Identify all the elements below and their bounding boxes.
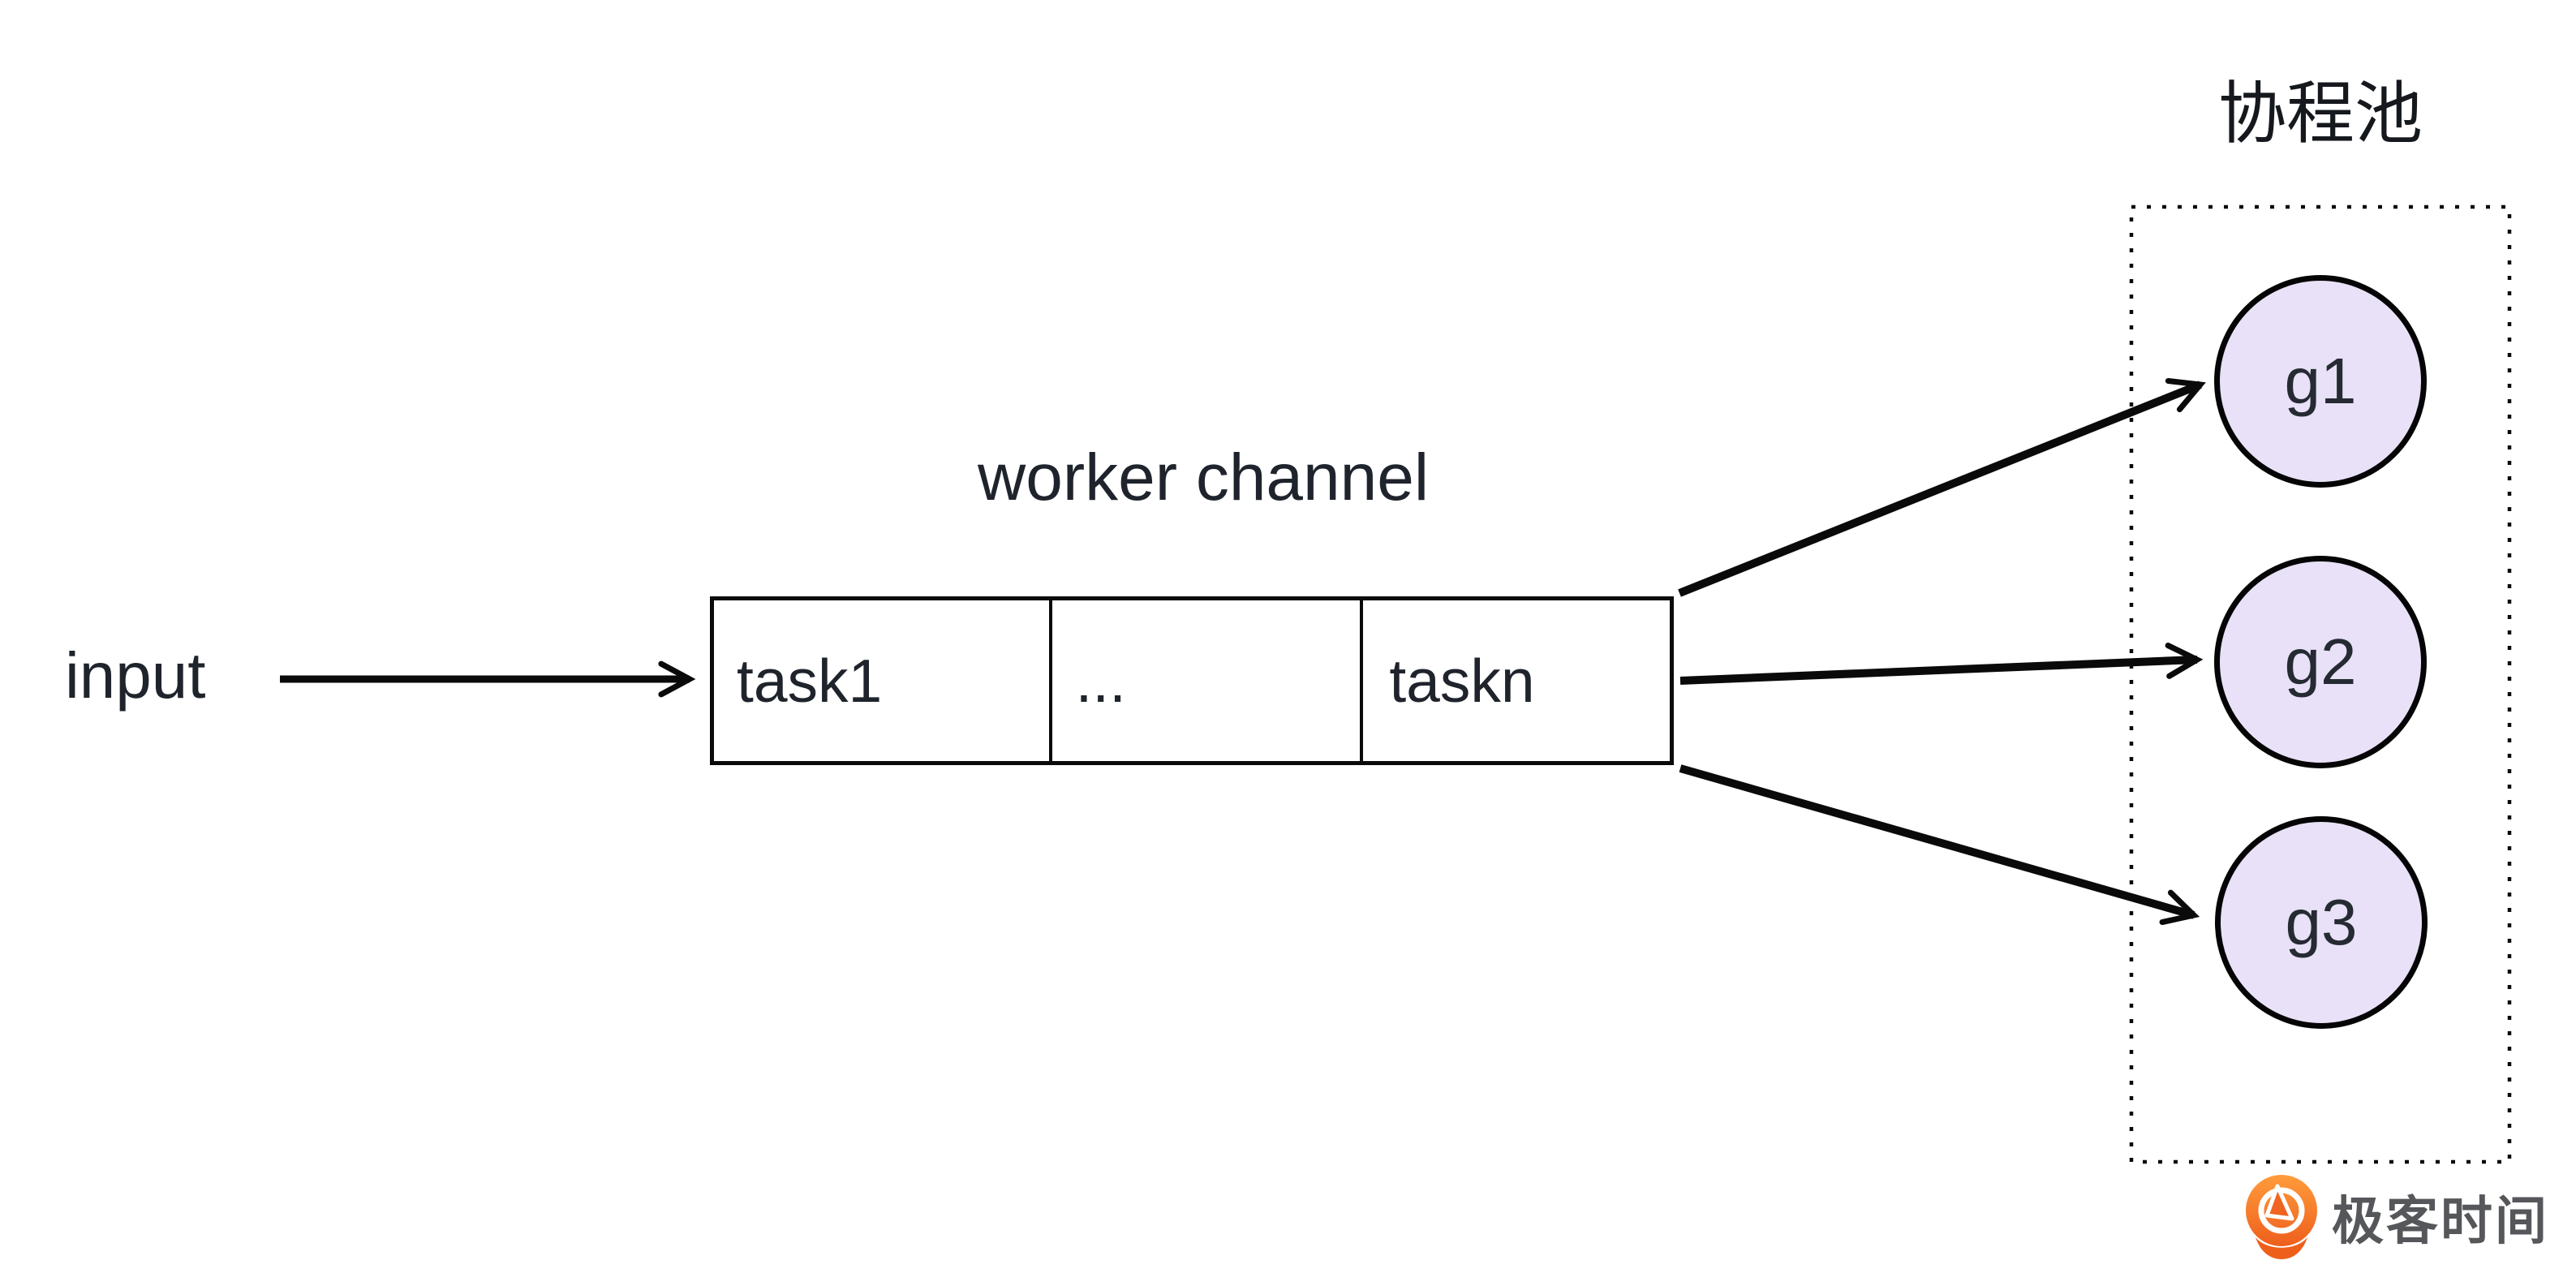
geektime-pin-icon xyxy=(2246,1175,2317,1259)
channel-cell-taskn: taskn xyxy=(1360,600,1670,761)
goroutine-label: g1 xyxy=(2284,345,2357,417)
goroutine-node-g3: g3 xyxy=(2215,816,2428,1029)
goroutine-label: g3 xyxy=(2285,886,2358,958)
arrow-channel-to-g1 xyxy=(1678,377,2206,597)
input-label: input xyxy=(65,639,206,712)
worker-channel-box: task1 ... taskn xyxy=(710,596,1674,765)
channel-cell-ellipsis: ... xyxy=(1049,600,1360,761)
coroutine-pool-title: 协程池 xyxy=(2217,75,2423,152)
brand-wordmark: 极客时间 xyxy=(2332,1192,2549,1250)
arrow-channel-to-g2 xyxy=(1679,643,2204,685)
brand-logo: 极客时间 xyxy=(2244,1175,2549,1259)
channel-cell-task1: task1 xyxy=(737,647,883,715)
arrow-channel-to-g3 xyxy=(1679,764,2200,926)
goroutine-node-g2: g2 xyxy=(2214,556,2427,768)
coroutine-pool-border xyxy=(2129,204,2512,1164)
goroutine-node-g1: g1 xyxy=(2214,275,2427,488)
goroutine-label: g2 xyxy=(2284,626,2357,698)
worker-channel-title: worker channel xyxy=(978,441,1430,514)
